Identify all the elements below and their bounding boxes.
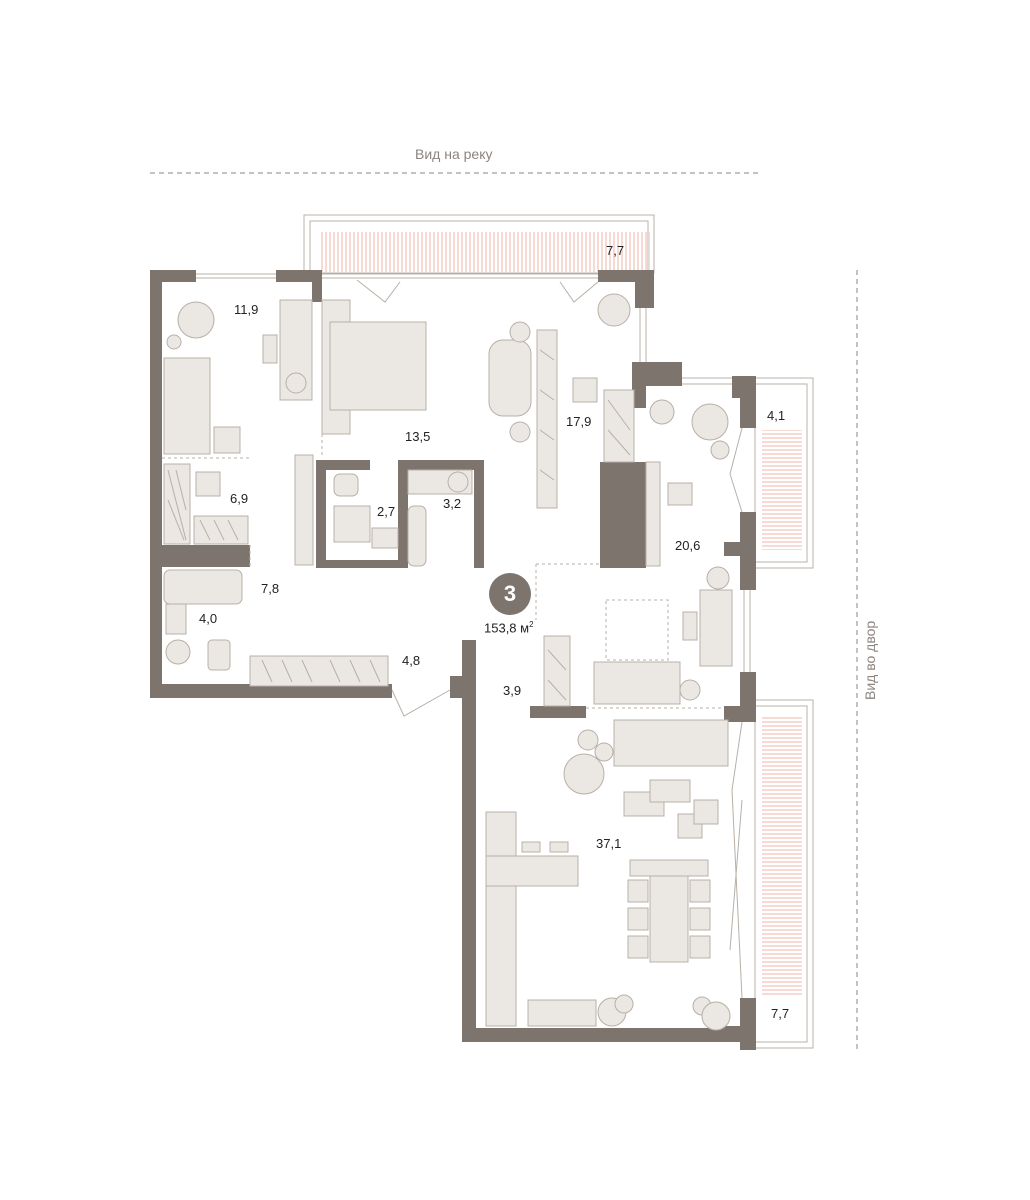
area-balcony-top: 7,7 [606, 243, 625, 258]
area-hall: 7,8 [261, 581, 280, 596]
total-area-unit-power: 2 [529, 620, 534, 629]
area-entrance: 4,8 [402, 653, 421, 668]
view-label-river: Вид на реку [415, 146, 493, 162]
furniture [163, 293, 733, 1031]
total-area-value: 153,8 [484, 620, 517, 636]
area-study: 20,6 [675, 538, 701, 553]
area-bathroom: 4,0 [199, 611, 218, 626]
balcony-top [303, 214, 655, 274]
area-bedroom-main: 13,5 [405, 429, 431, 444]
area-kitchen-living: 37,1 [596, 836, 622, 851]
area-wc: 2,7 [377, 504, 396, 519]
area-balcony-right-bottom: 7,7 [771, 1006, 790, 1021]
area-balcony-right-top: 4,1 [767, 408, 786, 423]
area-wardrobe: 6,9 [230, 491, 249, 506]
area-storage: 3,9 [503, 683, 522, 698]
balcony-right-bottom [754, 699, 814, 1049]
rooms-count-badge: 3 [489, 573, 531, 615]
wardrobe-stripes [167, 349, 631, 701]
area-laundry: 3,2 [443, 496, 462, 511]
balcony-right-top [754, 377, 814, 569]
view-label-yard: Вид во двор [862, 620, 878, 700]
walls [150, 270, 756, 1050]
windows [196, 273, 751, 999]
total-area: 153,8 м2 [484, 620, 534, 635]
area-living-top: 17,9 [566, 414, 592, 429]
area-bedroom-left: 11,9 [234, 302, 259, 317]
total-area-unit: м [520, 620, 530, 636]
